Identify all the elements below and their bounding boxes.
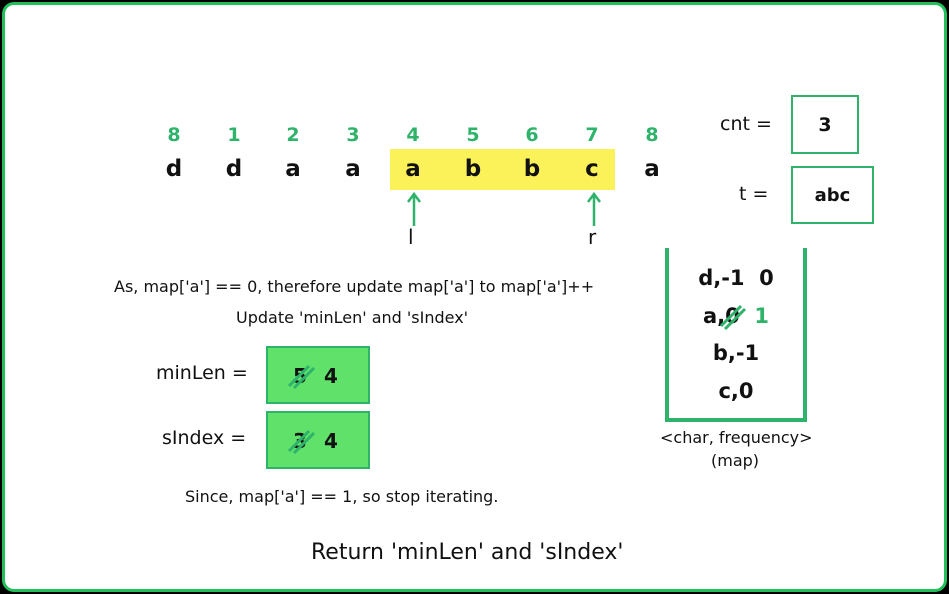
minlen-box: 5 4 [266,346,370,404]
explanation-line-1: As, map['a'] == 0, therefore update map[… [114,277,595,296]
index-label: 7 [585,124,599,146]
minlen-new-value: 4 [324,364,338,388]
sindex-label: sIndex = [162,427,247,449]
left-pointer-label: l [408,225,414,249]
map-subcaption: (map) [711,451,760,470]
string-char: d [165,156,183,182]
string-char: b [523,156,541,182]
string-char: b [464,156,482,182]
t-value: abc [814,184,851,206]
string-char: d [225,156,243,182]
map-row-a: a,0 1 [702,304,770,330]
string-char: c [585,156,599,182]
cnt-label: cnt = [720,113,772,135]
index-label: 5 [466,124,480,146]
index-label: 8 [645,124,659,146]
right-pointer-label: r [588,225,597,249]
cnt-value-box: 3 [791,95,859,154]
stop-note: Since, map['a'] == 1, so stop iterating. [185,487,499,506]
t-value-box: abc [791,166,874,224]
right-pointer-arrow-icon [587,191,601,226]
t-label: t = [739,183,769,205]
index-label: 3 [346,124,360,146]
map-row-b: b,-1 [712,341,760,365]
map-row-c: c,0 [718,379,754,403]
sindex-new-value: 4 [324,429,338,453]
explanation-line-2: Update 'minLen' and 'sIndex' [236,308,469,327]
sindex-box: 3 4 [266,411,370,469]
left-pointer-arrow-icon [407,191,421,226]
index-label: 2 [286,124,300,146]
strike-icon [287,429,316,455]
string-char: a [345,156,361,182]
minlen-label: minLen = [156,362,248,384]
frequency-map: d,-1 0 a,0 1 b,-1 c,0 [665,248,807,422]
string-char: a [285,156,301,182]
result-caption: Return 'minLen' and 'sIndex' [311,540,624,565]
index-label: 1 [227,124,241,146]
strike-icon [287,364,316,390]
cnt-value: 3 [818,113,832,136]
string-char: a [644,156,660,182]
string-char: a [405,156,421,182]
map-row-d: d,-1 0 [698,266,774,290]
strike-icon [720,304,747,330]
map-caption: <char, frequency> [660,428,813,447]
index-label: 8 [167,124,181,146]
index-label: 6 [525,124,539,146]
window-highlight [390,149,615,190]
index-label: 4 [406,124,420,146]
